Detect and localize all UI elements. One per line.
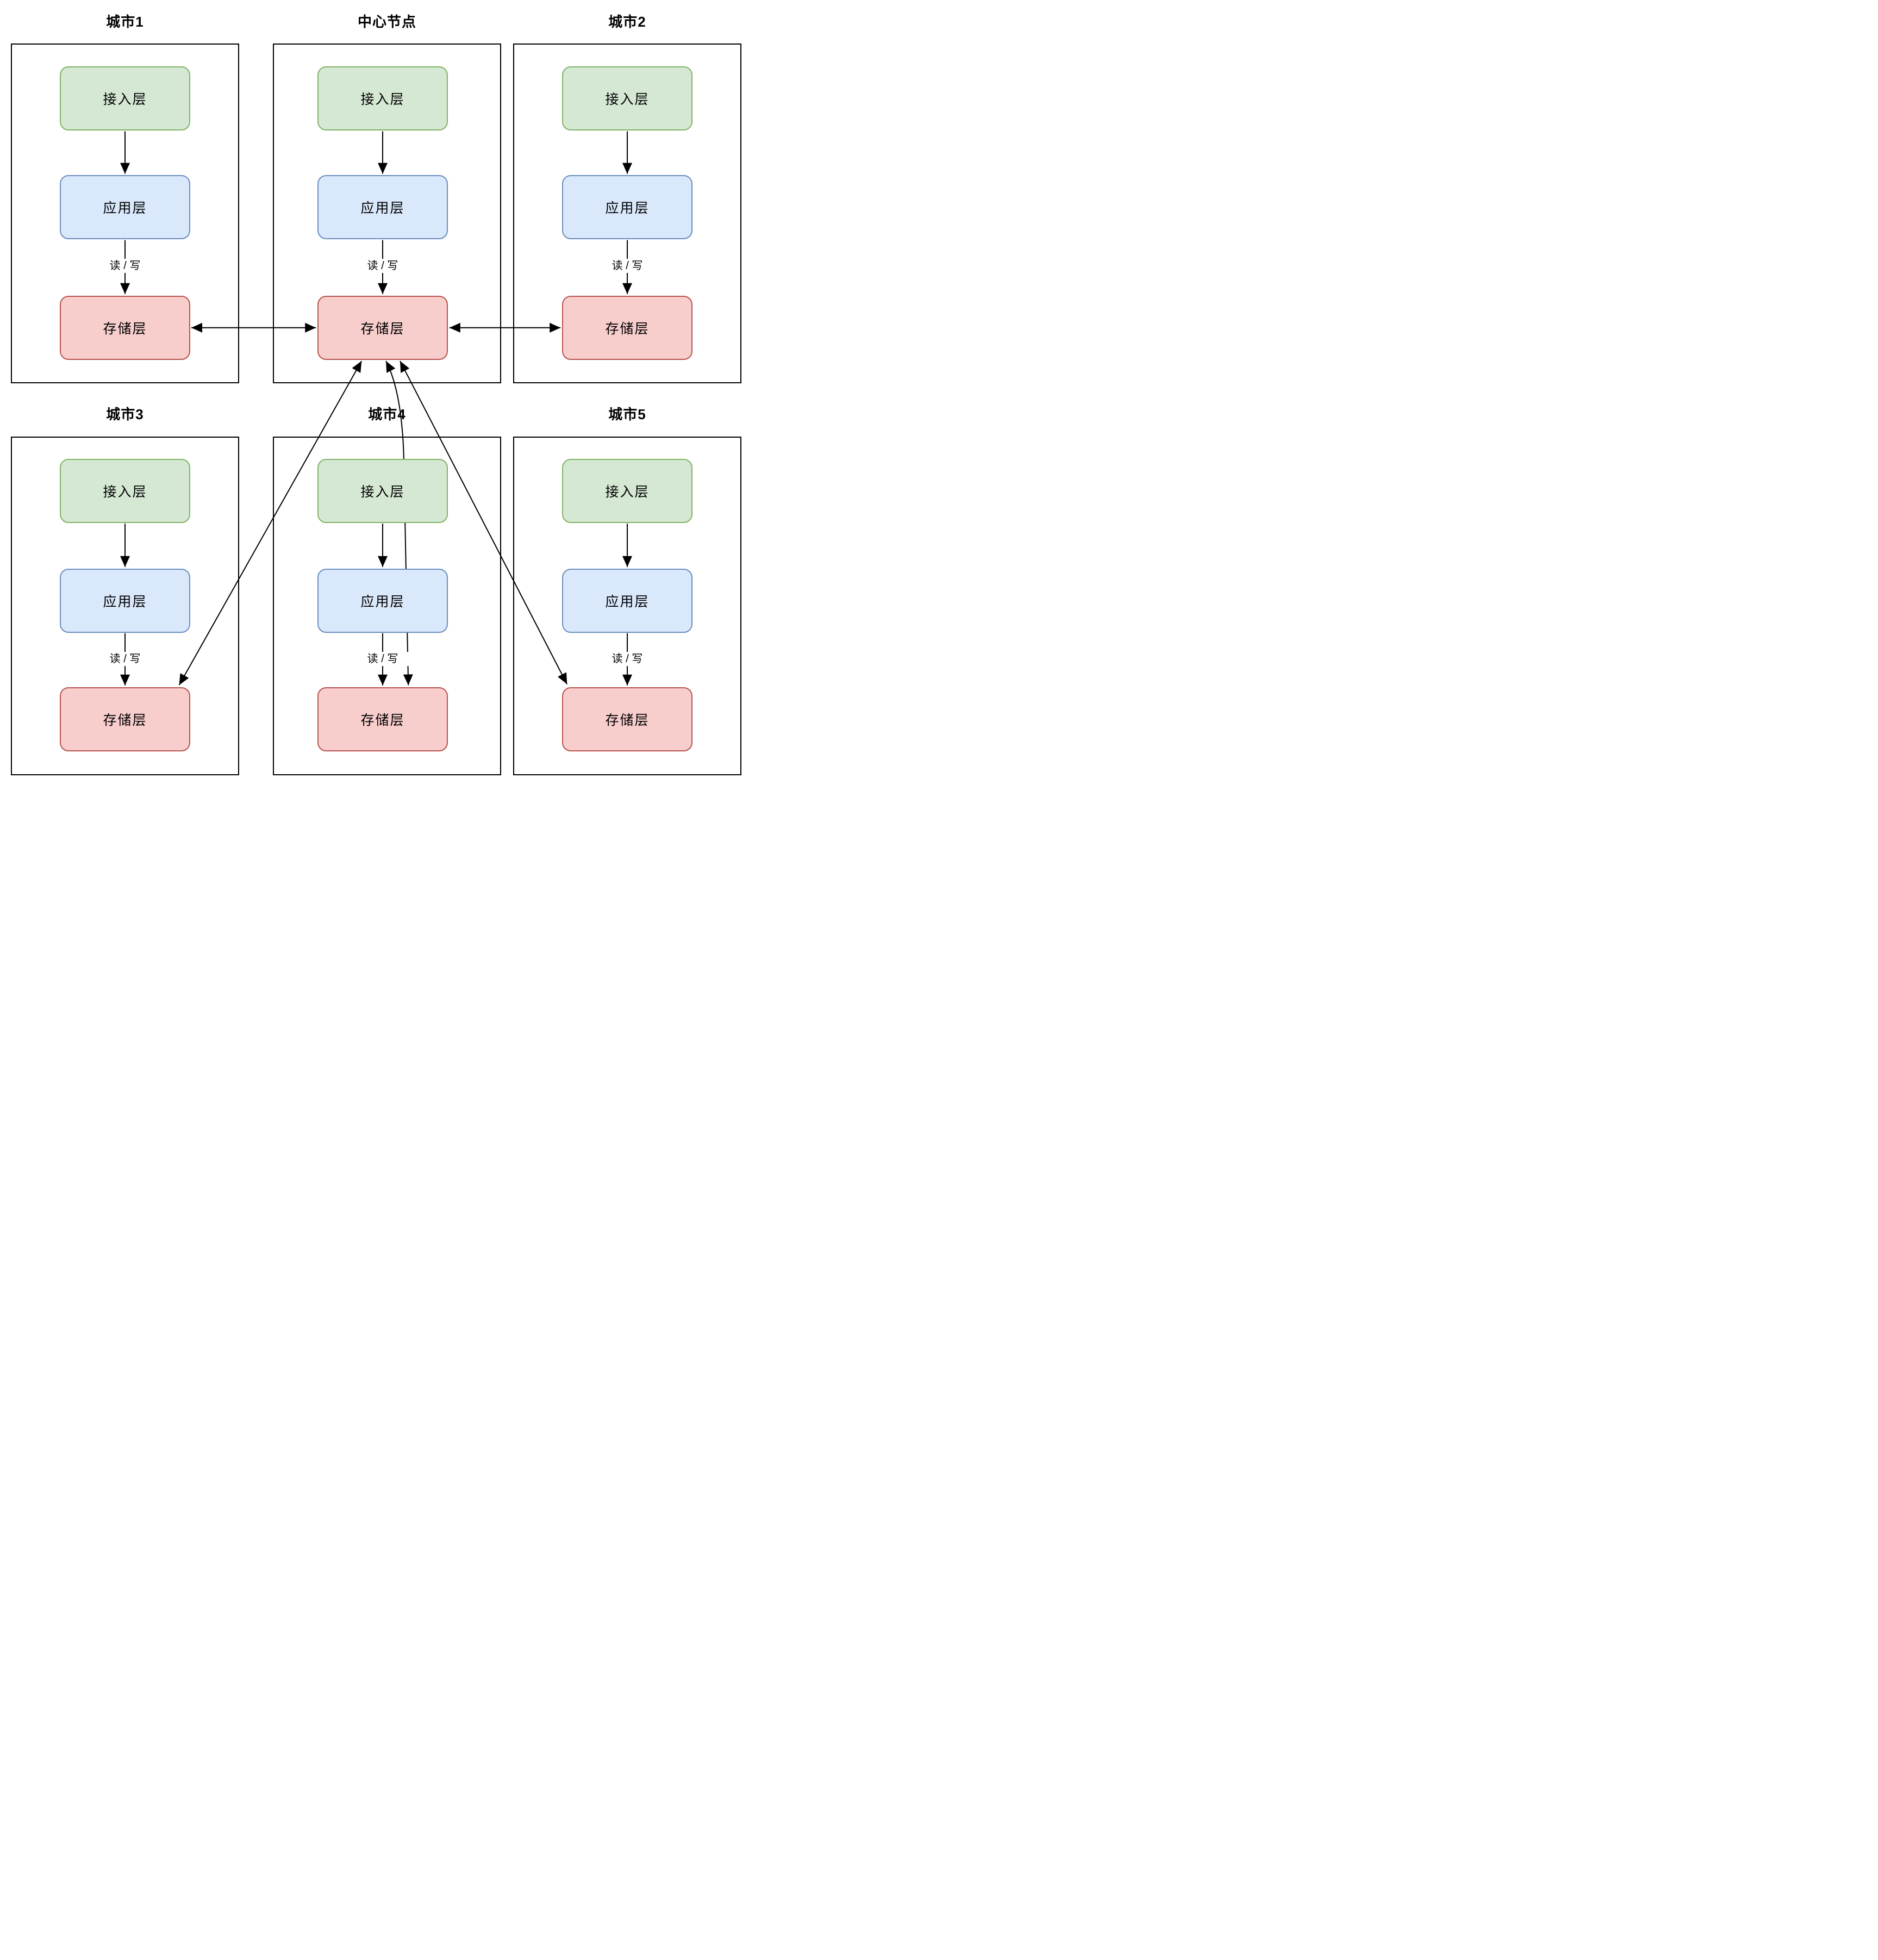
panel-title-city3: 城市3 bbox=[106, 406, 144, 422]
rw-label-city1: 读 / 写 bbox=[99, 259, 151, 273]
panel-title-city2: 城市2 bbox=[608, 14, 646, 30]
city5-app-layer-node: 应用层 bbox=[562, 569, 692, 633]
city4-app-layer-node: 应用层 bbox=[317, 569, 448, 633]
city3-app-layer-node: 应用层 bbox=[60, 569, 190, 633]
panel-frame-city2 bbox=[513, 43, 741, 383]
city5-storage-layer-node: 存储层 bbox=[562, 687, 692, 751]
panel-title-city1: 城市1 bbox=[106, 14, 144, 30]
center-app-layer-node: 应用层 bbox=[317, 175, 448, 239]
rw-label-city4: 读 / 写 bbox=[357, 652, 409, 666]
panel-title-center: 中心节点 bbox=[357, 14, 416, 30]
edge-storage-center-city3 bbox=[178, 360, 363, 686]
city1-storage-layer-node: 存储层 bbox=[60, 296, 190, 360]
rw-label-city3: 读 / 写 bbox=[99, 652, 151, 666]
city3-storage-layer-node: 存储层 bbox=[60, 687, 190, 751]
rw-label-center: 读 / 写 bbox=[357, 259, 409, 273]
city2-access-layer-node: 接入层 bbox=[562, 66, 692, 130]
city1-app-layer-node: 应用层 bbox=[60, 175, 190, 239]
rw-label-city2: 读 / 写 bbox=[601, 259, 653, 273]
city2-storage-layer-node: 存储层 bbox=[562, 296, 692, 360]
panel-title-city5: 城市5 bbox=[608, 406, 646, 422]
city4-access-layer-node: 接入层 bbox=[317, 459, 448, 523]
city2-app-layer-node: 应用层 bbox=[562, 175, 692, 239]
city3-access-layer-node: 接入层 bbox=[60, 459, 190, 523]
center-access-layer-node: 接入层 bbox=[317, 66, 448, 130]
edge-storage-center-city5 bbox=[400, 360, 568, 685]
city1-access-layer-node: 接入层 bbox=[60, 66, 190, 130]
edges-layer bbox=[120, 131, 632, 686]
panel-title-city4: 城市4 bbox=[368, 406, 406, 422]
rw-label-city5: 读 / 写 bbox=[601, 652, 653, 666]
diagram-canvas: 城市1 中心节点 城市2 城市3 城市4 城市5 接入层 应用层 存储层 接入层… bbox=[0, 0, 751, 784]
panel-frame-city1 bbox=[11, 43, 239, 383]
center-storage-layer-node: 存储层 bbox=[317, 296, 448, 360]
city4-storage-layer-node: 存储层 bbox=[317, 687, 448, 751]
city5-access-layer-node: 接入层 bbox=[562, 459, 692, 523]
